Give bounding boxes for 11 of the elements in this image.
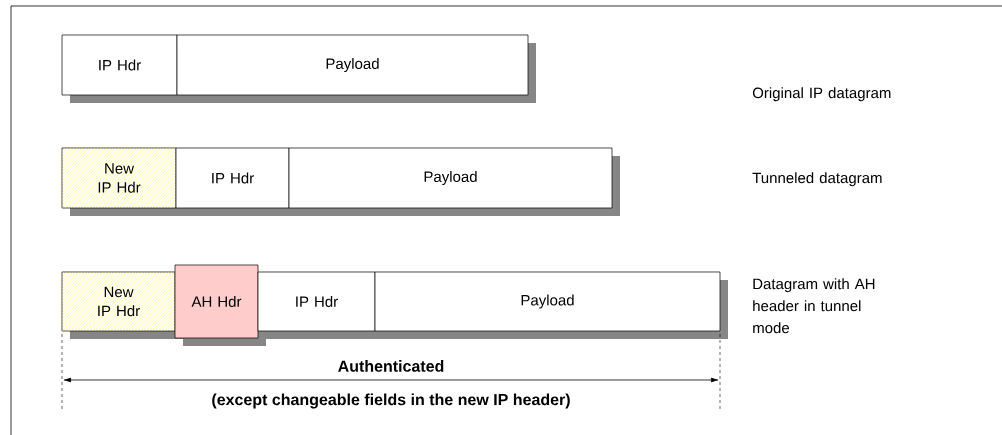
- header-field: AH Hdr: [174, 264, 259, 339]
- datagram-caption: Tunneled datagram: [752, 172, 882, 187]
- header-field: IP Hdr: [257, 271, 376, 332]
- dimension-label: Authenticated: [336, 359, 446, 373]
- datagram-caption: Original IP datagram: [752, 87, 891, 102]
- dimension-label: (except changeable fields in the new IP header): [212, 393, 570, 409]
- header-field: IP Hdr: [61, 34, 178, 96]
- header-field: New IP Hdr: [98, 163, 141, 193]
- header-field: IP Hdr: [175, 147, 290, 209]
- header-field: New IP Hdr: [98, 286, 140, 317]
- datagram-caption: Datagram with AH header in tunnel mode: [753, 278, 875, 334]
